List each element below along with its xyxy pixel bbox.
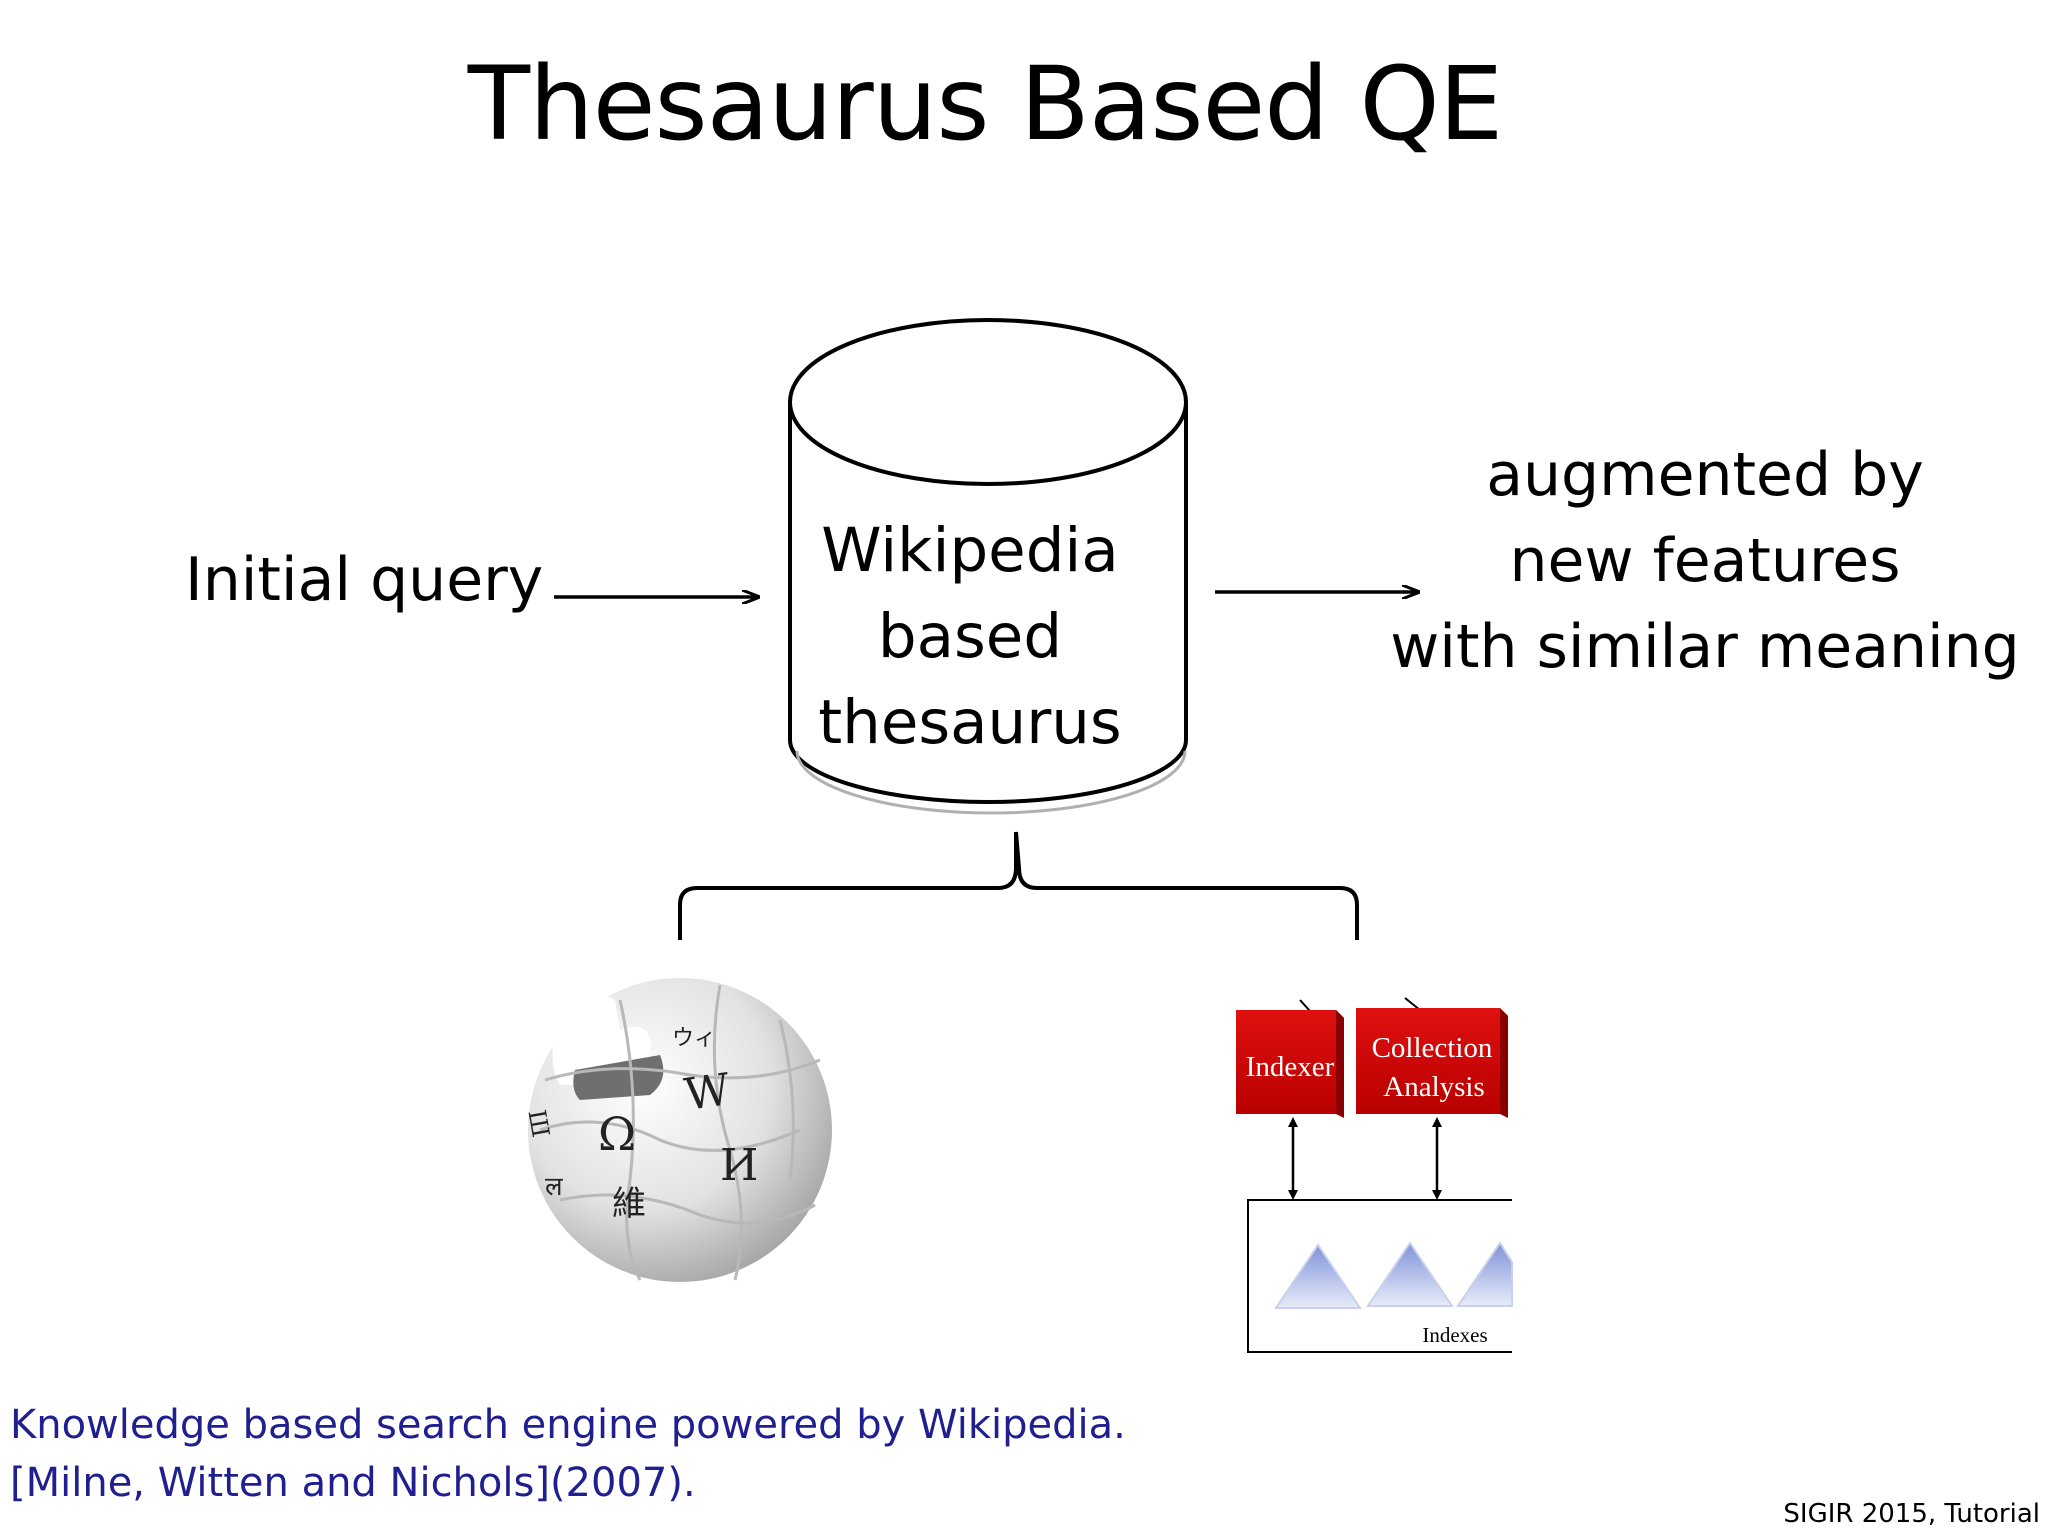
index-diagram: Indexer Collection Analysis Indexes — [1236, 997, 1513, 1353]
citation-line-1: Knowledge based search engine powered by… — [10, 1402, 1126, 1448]
indexer-box — [1236, 1010, 1344, 1118]
logo-glyph-sha: Ш — [522, 1108, 554, 1140]
index-triangle-3 — [1456, 1241, 1513, 1307]
indexes-label: Indexes — [1422, 1323, 1487, 1347]
database-label-line: Wikipedia — [821, 515, 1119, 586]
database-label: Wikipedia based thesaurus — [790, 508, 1150, 766]
logo-glyph-la: ल — [545, 1172, 563, 1202]
collection-analysis-box — [1356, 1008, 1508, 1118]
citation: Knowledge based search engine powered by… — [10, 1396, 1126, 1512]
database-label-line: thesaurus — [818, 687, 1122, 758]
slide-title: Thesaurus Based QE — [467, 45, 1503, 164]
brace — [678, 831, 1359, 940]
output-line: augmented by — [1486, 440, 1924, 510]
database-cylinder-icon — [788, 318, 1188, 815]
collection-label: Collection — [1372, 1032, 1493, 1064]
output-line: with similar meaning — [1390, 612, 2020, 682]
logo-glyph-wei: 維 — [612, 1184, 646, 1224]
analysis-label: Analysis — [1383, 1071, 1485, 1103]
index-triangle-2 — [1366, 1241, 1454, 1307]
logo-glyph-omega: Ω — [598, 1107, 636, 1161]
index-triangle-1 — [1274, 1243, 1362, 1309]
footer-label: SIGIR 2015, Tutorial — [1783, 1499, 2040, 1529]
logo-glyph-w: W — [681, 1064, 734, 1121]
initial-query-label: Initial query — [185, 545, 544, 615]
wikipedia-globe-icon: Ω W И 維 ウィ ल Ш — [522, 978, 832, 1282]
logo-glyph-wi: ウィ — [672, 1026, 716, 1051]
logo-glyph-i: И — [720, 1140, 758, 1191]
output-line: new features — [1509, 526, 1901, 596]
citation-line-2: [Milne, Witten and Nichols](2007). — [10, 1460, 696, 1506]
output-description: augmented by new features with similar m… — [1390, 432, 2020, 690]
indexer-label: Indexer — [1246, 1051, 1335, 1083]
database-label-line: based — [877, 601, 1063, 672]
